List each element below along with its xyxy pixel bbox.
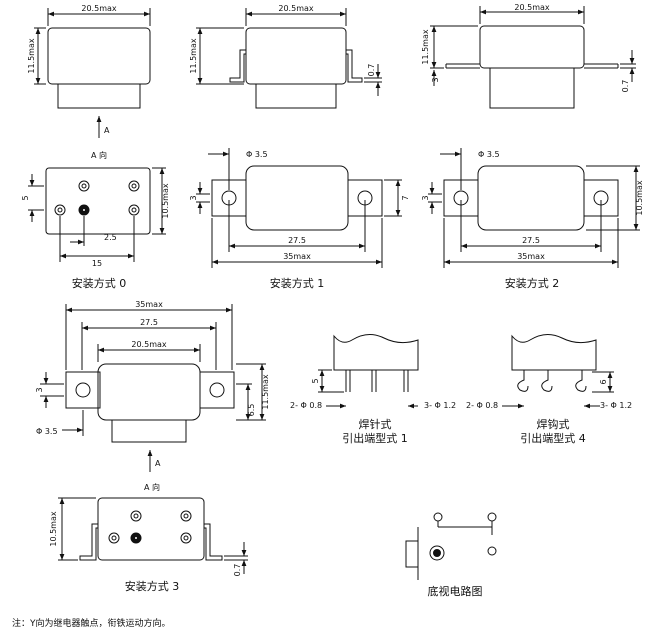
hole-label-1: Φ 3.5	[246, 150, 268, 159]
bottom-view-mount-0	[28, 167, 166, 262]
view-a-label-0: A 向	[91, 150, 107, 160]
tab-offset-label-3: 6.5	[247, 404, 256, 417]
tab-width-label-1: 7	[401, 195, 410, 200]
caption-solder-pin: 焊针式	[359, 417, 392, 431]
tab-label-1: 3	[189, 195, 198, 200]
tab-height-label-2: 3	[431, 77, 440, 82]
hole-span-label-3: 27.5	[140, 318, 158, 327]
width-label-0: 20.5max	[81, 4, 117, 13]
caption-terminal-type-1: 引出端型式 1	[342, 431, 408, 445]
caption-circuit: 底视电路图	[428, 584, 483, 598]
depth-label-3: 10.5max	[49, 511, 58, 547]
hole-span-label-1: 27.5	[288, 236, 306, 245]
pin-pitch-label-0: 5	[21, 195, 30, 200]
bottom-view-mount-1	[196, 148, 402, 268]
length-label-3: 35max	[135, 300, 163, 309]
width-label-2: 20.5max	[514, 3, 550, 12]
hole-span-label-2: 27.5	[522, 236, 540, 245]
hole-label-2: Φ 3.5	[478, 150, 500, 159]
pin-offset-label-0: 2.5	[104, 233, 117, 242]
pin-large-dia-label-4: 3- Φ 1.2	[600, 401, 632, 410]
thickness-label-1: 0.7	[367, 64, 376, 77]
terminal-type-1-solder-pin	[318, 334, 419, 409]
caption-solder-hook: 焊钩式	[537, 417, 570, 431]
hook-length-label: 6	[599, 379, 608, 384]
arrow-a-label-3: A	[155, 459, 161, 468]
arrow-a-label-0: A	[104, 126, 110, 135]
width-label-1: 20.5max	[278, 4, 314, 13]
tab-label-3: 3	[35, 387, 44, 392]
pin-small-dia-label-4: 2- Φ 0.8	[466, 401, 498, 410]
caption-mount-0: 安装方式 0	[72, 276, 127, 290]
height-label-2: 11.5max	[421, 29, 430, 65]
caption-mount-2: 安装方式 2	[505, 276, 560, 290]
terminal-type-4-solder-hook	[502, 334, 614, 409]
pin-small-dia-label-1: 2- Φ 0.8	[290, 401, 322, 410]
depth-label-0: 10.5max	[161, 183, 170, 219]
pin-large-dia-label-1: 3- Φ 1.2	[424, 401, 456, 410]
pin-span-label-0: 15	[92, 259, 102, 268]
side-view-mount-2	[430, 6, 636, 109]
height-label-3: 11.5max	[261, 374, 270, 410]
tab-label-2: 3	[421, 195, 430, 200]
caption-mount-3: 安装方式 3	[125, 579, 180, 593]
captions: 安装方式 0 安装方式 1 安装方式 2 安装方式 3 焊针式 引出端型式 1 …	[12, 276, 586, 629]
pin-length-label: 5	[311, 378, 320, 383]
length-label-1: 35max	[283, 252, 311, 261]
thickness-label-2: 0.7	[621, 80, 630, 93]
hole-label-3: Φ 3.5	[36, 427, 58, 436]
bottom-view-circuit-diagram	[405, 512, 497, 580]
caption-mount-1: 安装方式 1	[270, 276, 325, 290]
side-view-mount-1	[196, 8, 382, 109]
height-label-1: 11.5max	[189, 38, 198, 74]
thickness-label-3: 0.7	[233, 564, 242, 577]
width-label-3: 20.5max	[131, 340, 167, 349]
length-label-2: 35max	[517, 252, 545, 261]
side-view-mount-0	[34, 8, 151, 138]
height-label-0: 11.5max	[27, 38, 36, 74]
caption-terminal-type-4: 引出端型式 4	[520, 431, 586, 445]
dimension-labels: 20.5max 11.5max A A 向 20.5max 11.5max 0.…	[21, 3, 644, 576]
top-view-mount-3	[40, 304, 266, 472]
footnote: 注：Y向为继电器触点，衔铁运动方向。	[12, 617, 171, 629]
view-a-label-3: A 向	[144, 482, 160, 492]
depth-label-2: 10.5max	[635, 180, 644, 216]
bottom-view-mount-3	[58, 497, 248, 574]
bottom-view-mount-2	[428, 148, 640, 268]
